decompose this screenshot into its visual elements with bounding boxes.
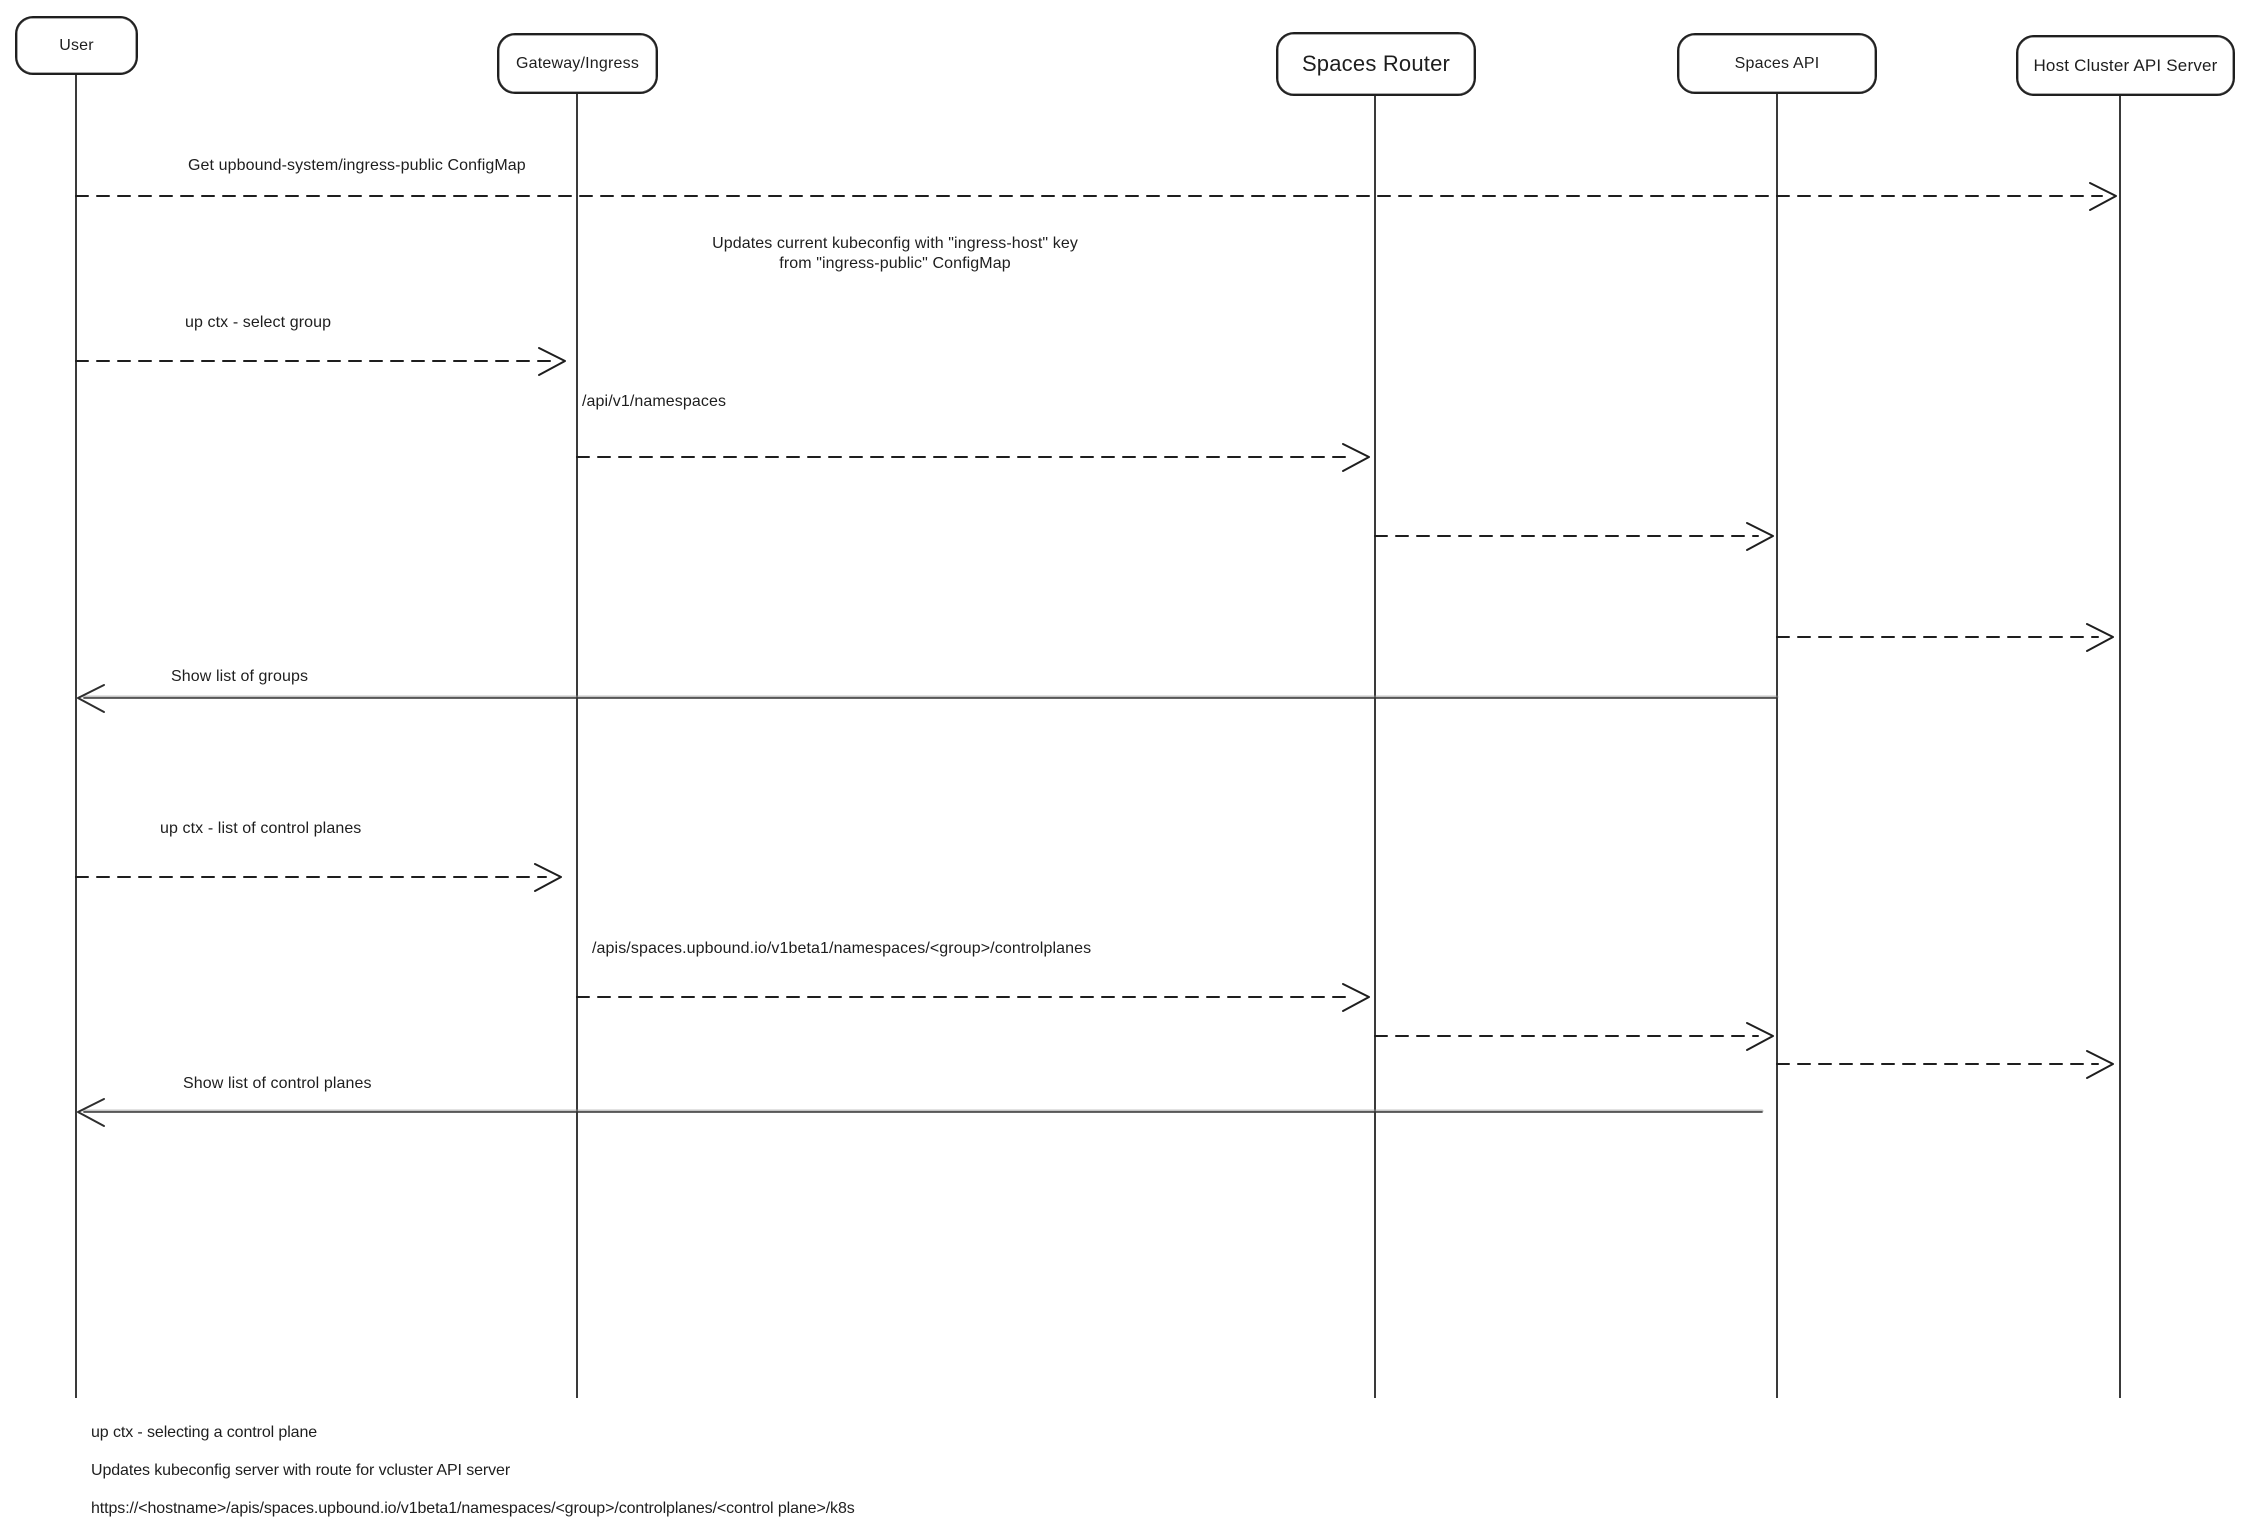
participant-host-cluster-api-server-label: Host Cluster API Server (2033, 55, 2218, 75)
participant-host-cluster-api-server: Host Cluster API Server (2016, 35, 2235, 96)
message-label-api-namespaces: /api/v1/namespaces (582, 393, 727, 410)
arrow-show-control-planes (77, 1098, 1764, 1127)
note-kubeconfig-update: Updates current kubeconfig with "ingress… (712, 235, 1078, 272)
participant-spaces-api: Spaces API (1677, 33, 1877, 94)
participant-spaces-api-label: Spaces API (1734, 54, 1820, 72)
arrow-router-to-api (1374, 522, 1774, 551)
arrow-api-namespaces (576, 443, 1370, 472)
message-label-get-configmap: Get upbound-system/ingress-public Config… (188, 157, 526, 174)
participant-spaces-router-label: Spaces Router (1301, 51, 1451, 76)
message-label-show-control-planes: Show list of control planes (183, 1075, 372, 1092)
arrow-get-configmap (75, 182, 2117, 211)
footnote-selecting-control-plane: up ctx - selecting a control plane (91, 1424, 318, 1441)
footnote-hostname-url: https://<hostname>/apis/spaces.upbound.i… (91, 1500, 855, 1517)
arrow-list-control-planes (75, 863, 562, 892)
arrow-show-groups (77, 684, 1779, 713)
footnote-kubeconfig-vcluster: Updates kubeconfig server with route for… (91, 1462, 511, 1479)
participant-spaces-router: Spaces Router (1276, 32, 1476, 96)
participant-gateway-ingress-label: Gateway/Ingress (515, 54, 640, 72)
participant-user: User (15, 16, 138, 75)
arrow-select-group (75, 347, 566, 376)
message-label-select-group: up ctx - select group (185, 314, 332, 331)
arrow-api-to-host (1776, 623, 2114, 652)
arrow-router-to-api-2 (1374, 1022, 1774, 1051)
message-label-apis-controlplanes: /apis/spaces.upbound.io/v1beta1/namespac… (592, 940, 1092, 957)
arrow-apis-controlplanes (576, 983, 1370, 1012)
arrow-api-to-host-2 (1776, 1050, 2114, 1079)
message-label-show-groups: Show list of groups (171, 668, 309, 685)
participant-gateway-ingress: Gateway/Ingress (497, 33, 658, 94)
message-label-list-control-planes: up ctx - list of control planes (160, 820, 362, 837)
participant-user-label: User (59, 36, 94, 54)
